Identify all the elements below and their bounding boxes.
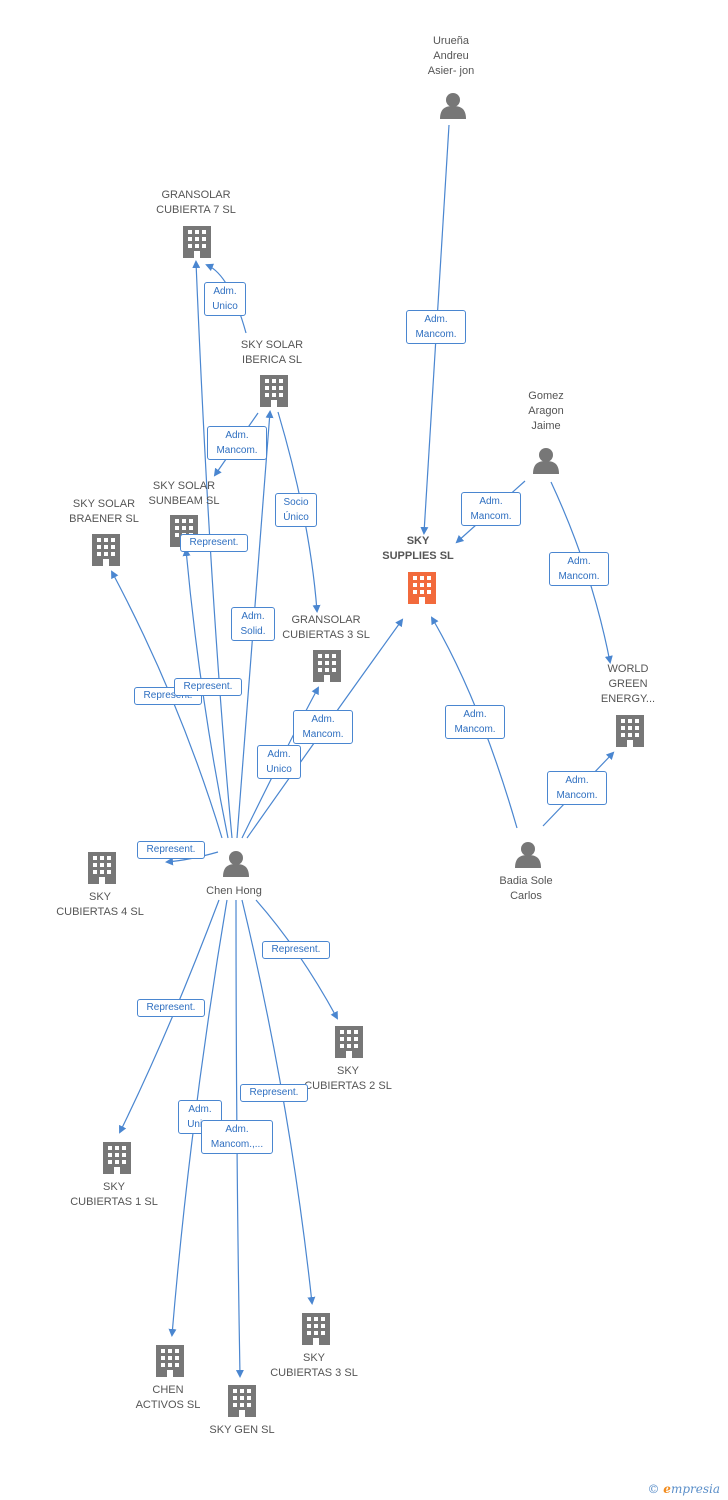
brand-initial: e bbox=[663, 1482, 671, 1496]
edge-chen-cub2 bbox=[255, 899, 338, 1020]
edge-label-adm-mancom: Adm. Mancom. bbox=[207, 426, 267, 460]
edge-chen-gransolar7 bbox=[192, 260, 233, 839]
node-label-sky-solar-iberica[interactable]: SKY SOLAR IBERICA SL bbox=[240, 339, 304, 366]
edge-label-adm-unico: Adm. Unico bbox=[204, 282, 246, 316]
edge-chen-sunbeam bbox=[182, 548, 229, 839]
building-icon[interactable] bbox=[92, 534, 120, 566]
node-label-gransolar-cubiertas-3[interactable]: GRANSOLAR CUBIERTAS 3 SL bbox=[282, 614, 370, 641]
building-icon[interactable] bbox=[302, 1313, 330, 1345]
node-label-sky-cubiertas-3[interactable]: SKY CUBIERTAS 3 SL bbox=[270, 1352, 358, 1379]
edge-label-adm-mancom: Adm. Mancom.,... bbox=[201, 1120, 273, 1154]
edge-label-adm-mancom: Adm. Mancom. bbox=[293, 710, 353, 744]
node-label-chen-hong[interactable]: Chen Hong bbox=[206, 885, 262, 897]
node-label-gransolar-cubierta-7[interactable]: GRANSOLAR CUBIERTA 7 SL bbox=[156, 189, 236, 216]
node-label-sky-gen[interactable]: SKY GEN SL bbox=[209, 1424, 275, 1436]
brand-logo[interactable]: © empresia bbox=[647, 1482, 720, 1496]
edge-label-represent: Represent. bbox=[262, 941, 330, 959]
edge-label-adm-solid: Adm. Solid. bbox=[231, 607, 275, 641]
person-icon[interactable] bbox=[515, 842, 541, 868]
building-icon[interactable] bbox=[228, 1385, 256, 1417]
node-label-sky-solar-braener[interactable]: SKY SOLAR BRAENER SL bbox=[69, 498, 139, 525]
edge-label-represent: Represent. bbox=[174, 678, 242, 696]
edge-chen-braener bbox=[111, 570, 223, 839]
node-label-badia-sole[interactable]: Badia Sole Carlos bbox=[499, 875, 553, 902]
edge-chen-cub1 bbox=[119, 899, 220, 1134]
building-icon[interactable] bbox=[183, 226, 211, 258]
copyright-icon: © bbox=[647, 1482, 660, 1496]
edge-label-adm-mancom: Adm. Mancom. bbox=[406, 310, 466, 344]
edge-label-adm-mancom: Adm. Mancom. bbox=[445, 705, 505, 739]
building-icon[interactable] bbox=[313, 650, 341, 682]
brand-name: mpresia bbox=[670, 1482, 720, 1496]
edge-label-adm-mancom: Adm. Mancom. bbox=[461, 492, 521, 526]
building-icon[interactable] bbox=[156, 1345, 184, 1377]
person-icon[interactable] bbox=[440, 93, 466, 119]
building-icon[interactable] bbox=[408, 572, 436, 604]
edge-label-represent: Represent. bbox=[137, 999, 205, 1017]
node-label-gomez[interactable]: Gomez Aragon Jaime bbox=[528, 390, 564, 432]
node-label-chen-activos[interactable]: CHEN ACTIVOS SL bbox=[135, 1384, 201, 1411]
edge-label-adm-mancom: Adm. Mancom. bbox=[549, 552, 609, 586]
edge-label-adm-mancom: Adm. Mancom. bbox=[547, 771, 607, 805]
node-label-sky-cubiertas-2[interactable]: SKY CUBIERTAS 2 SL bbox=[304, 1065, 392, 1092]
building-icon[interactable] bbox=[260, 375, 288, 407]
node-label-sky-cubiertas-4[interactable]: SKY CUBIERTAS 4 SL bbox=[56, 891, 144, 918]
node-label-urruena[interactable]: Urueña Andreu Asier- jon bbox=[427, 35, 475, 77]
edge-label-represent: Represent. bbox=[137, 841, 205, 859]
node-label-sky-solar-sunbeam[interactable]: SKY SOLAR SUNBEAM SL bbox=[148, 480, 220, 507]
building-icon[interactable] bbox=[616, 715, 644, 747]
edge-label-represent: Represent. bbox=[240, 1084, 308, 1102]
edge-label-represent: Represent. bbox=[180, 534, 248, 552]
person-icon[interactable] bbox=[223, 851, 249, 877]
building-icon[interactable] bbox=[88, 852, 116, 884]
node-label-sky-cubiertas-1[interactable]: SKY CUBIERTAS 1 SL bbox=[70, 1181, 158, 1208]
person-icon[interactable] bbox=[533, 448, 559, 474]
building-icon[interactable] bbox=[335, 1026, 363, 1058]
edge-label-socio-unico: Socio Único bbox=[275, 493, 317, 527]
edge-label-adm-unico: Adm. Unico bbox=[257, 745, 301, 779]
node-label-world-green-energy[interactable]: WORLD GREEN ENERGY... bbox=[600, 663, 656, 705]
building-icon[interactable] bbox=[103, 1142, 131, 1174]
node-label-sky-supplies[interactable]: SKY SUPPLIES SL bbox=[382, 535, 454, 562]
